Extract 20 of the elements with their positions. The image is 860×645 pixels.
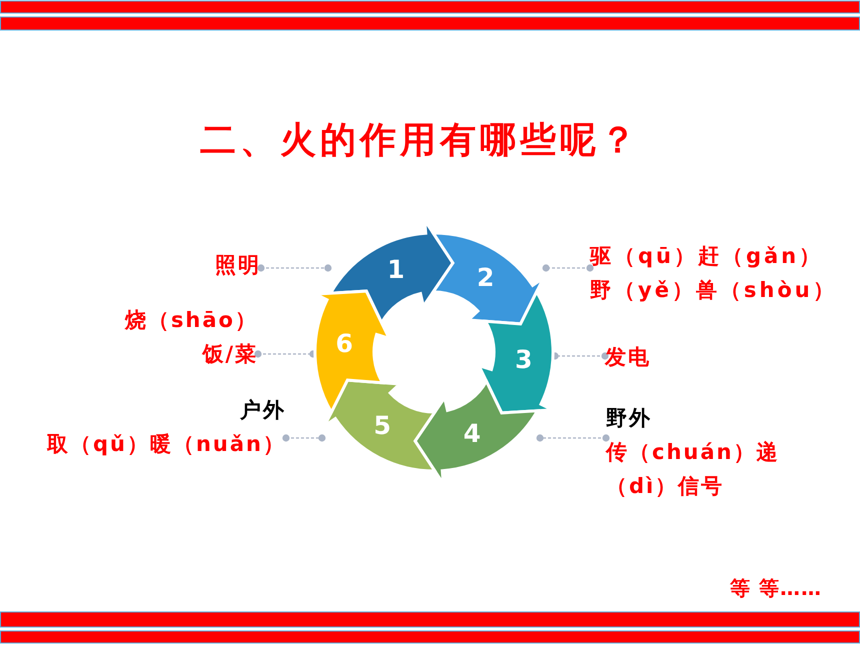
annotation-text: 发电 xyxy=(605,344,651,371)
annotation-text: 野外 xyxy=(606,405,652,432)
leader-line xyxy=(536,434,610,442)
leader-line xyxy=(282,434,326,442)
note-text: 等 等…… xyxy=(730,575,822,602)
annotation-text: 烧（shāo）饭/菜 xyxy=(124,307,258,368)
step-number: 1 xyxy=(387,256,405,284)
annotation-text: 户外 xyxy=(240,397,286,424)
leader-line xyxy=(257,264,332,272)
step-number: 2 xyxy=(476,264,494,292)
annotation-text: 取（qǔ）暖（nuǎn） xyxy=(46,431,286,458)
step-number: 4 xyxy=(463,420,481,448)
annotation-text: 照明 xyxy=(215,252,261,279)
step-number: 6 xyxy=(336,330,354,358)
step-number: 5 xyxy=(374,412,392,440)
annotation-text: 传（chuán）递（dì）信号 xyxy=(606,439,780,500)
leader-line xyxy=(542,264,594,272)
step-number: 3 xyxy=(514,346,532,374)
annotation-text: 驱（qū）赶（gǎn）野（yě）兽（shòu） xyxy=(590,243,838,304)
slide-title: 二、火的作用有哪些呢？ xyxy=(200,119,640,163)
